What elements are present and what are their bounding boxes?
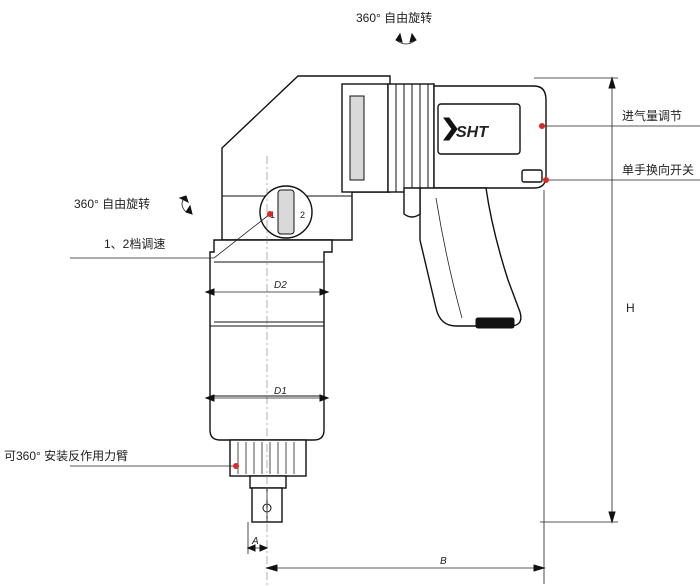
ribbed-coupling bbox=[387, 83, 435, 193]
marker-speed-selector bbox=[267, 211, 273, 217]
label-speed-selector: 1、2档调速 bbox=[104, 237, 165, 251]
knurled-ring bbox=[229, 439, 307, 477]
reversing-switch bbox=[521, 169, 543, 183]
head-collar bbox=[341, 83, 389, 193]
label-a: A bbox=[251, 536, 259, 547]
collar-band bbox=[349, 95, 365, 181]
svg-text:SHT: SHT bbox=[456, 124, 489, 141]
top-rotation-arrow bbox=[395, 32, 417, 45]
air-inlet bbox=[475, 317, 515, 329]
label-side-rotation: 360° 自由旋转 bbox=[74, 196, 150, 211]
sht-logo: SHT bbox=[443, 117, 489, 141]
drive-neck bbox=[249, 475, 287, 489]
marker-reaction-arm bbox=[233, 463, 239, 469]
marker-reversing-switch bbox=[543, 177, 549, 183]
logo-plate bbox=[437, 103, 521, 155]
pistol-grip bbox=[419, 187, 522, 327]
label-d2: D2 bbox=[274, 280, 287, 291]
label-top-rotation: 360° 自由旋转 bbox=[356, 10, 432, 25]
label-h: H bbox=[626, 301, 635, 315]
leader-speed-selector bbox=[70, 213, 271, 259]
speed-selector-knob: 1 2 bbox=[259, 185, 313, 239]
label-air-regulator: 进气量调节 bbox=[622, 108, 682, 123]
side-rotation-arrow bbox=[178, 195, 193, 215]
reaction-housing bbox=[209, 239, 333, 441]
marker-air-regulator bbox=[539, 123, 545, 129]
label-d1: D1 bbox=[274, 386, 287, 397]
label-reaction-arm: 可360° 安装反作用力臂 bbox=[4, 448, 128, 463]
svg-text:2: 2 bbox=[300, 210, 305, 220]
label-reversing-switch: 单手换向开关 bbox=[622, 162, 694, 177]
trigger bbox=[403, 187, 421, 218]
label-b: B bbox=[440, 556, 447, 567]
